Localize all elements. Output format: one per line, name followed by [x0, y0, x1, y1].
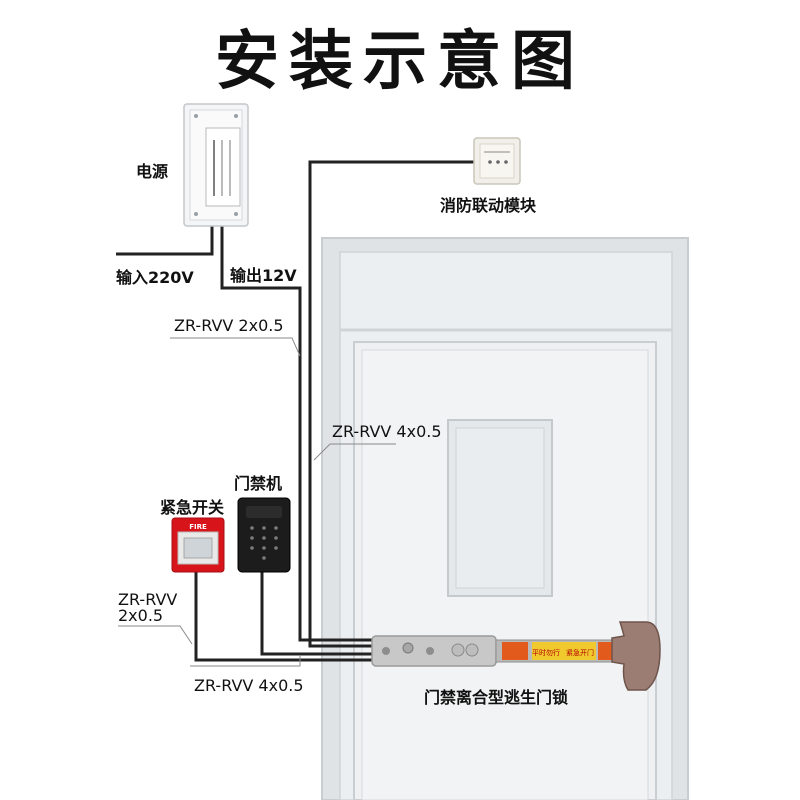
wiring: [116, 160, 474, 662]
access-control-keypad: [237, 497, 291, 573]
label-emergency-switch: 紧急开关: [160, 498, 225, 517]
cable-label-left-line2: 2x0.5: [118, 606, 164, 625]
fire-linkage-module: [473, 137, 521, 185]
wire-input-220v: [116, 226, 214, 256]
wire-emergency-switch: [194, 572, 376, 662]
cable-label-left-line1: ZR-RVV: [118, 590, 178, 609]
diagram-title: 安装示意图: [215, 25, 585, 99]
label-escape-lock: 门禁离合型逃生门锁: [424, 688, 569, 707]
label-power: 电源: [136, 162, 169, 181]
label-leaders: [118, 337, 396, 667]
cable-label-middle: ZR-RVV 4x0.5: [332, 422, 442, 441]
wire-fire-module: [308, 160, 474, 648]
label-access-control: 门禁机: [234, 474, 283, 493]
lock-warning-text-1: 平时勿行: [532, 648, 560, 657]
panic-bar-lock: 平时勿行 紧急开门: [371, 621, 661, 691]
power-supply-box: [183, 103, 249, 227]
door-window: [447, 419, 553, 597]
lock-warning-text-2: 紧急开门: [566, 648, 594, 657]
wire-access-control: [260, 572, 376, 656]
wire-output-12v: [220, 226, 376, 642]
door: [321, 237, 689, 800]
label-fire-linkage-module: 消防联动模块: [440, 196, 537, 215]
cable-label-bottom: ZR-RVV 4x0.5: [194, 676, 304, 695]
fire-plate-text: FIRE: [189, 523, 207, 531]
label-output-12v: 输出12V: [230, 266, 297, 285]
emergency-switch-device: FIRE: [171, 517, 225, 573]
label-input-220v: 输入220V: [116, 268, 194, 287]
cable-label-top: ZR-RVV 2x0.5: [174, 316, 284, 335]
